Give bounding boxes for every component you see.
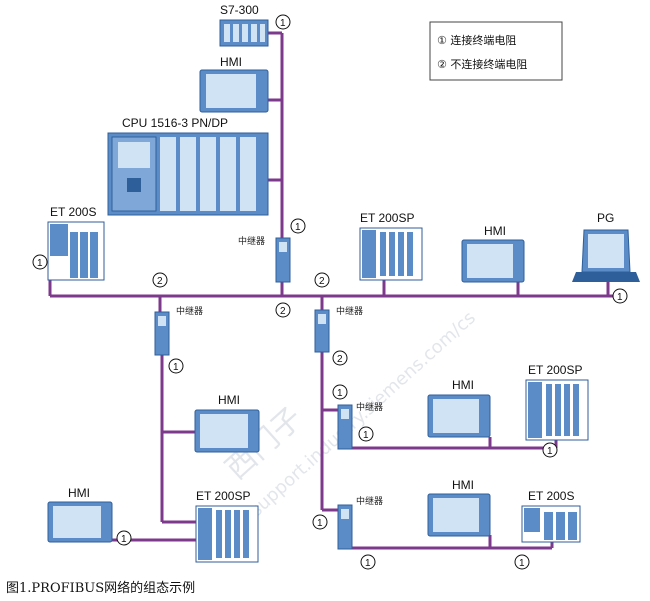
marker-not-terminated: 2 (152, 272, 168, 288)
svg-text:2: 2 (280, 306, 286, 317)
svg-text:1: 1 (365, 558, 371, 569)
et200s-left-device[interactable]: ET 200S (47, 205, 105, 281)
svg-text:1: 1 (295, 222, 301, 233)
svg-text:1: 1 (280, 18, 286, 29)
hmi-bottom-left-device[interactable]: HMI (47, 486, 113, 543)
repeater-right-sub2[interactable]: 中继器 (337, 495, 383, 550)
et200sp-bottom-left-label: ET 200SP (196, 489, 250, 503)
svg-text:1: 1 (173, 362, 179, 373)
legend: ① 连接终端电阻 ② 不连接终端电阻 (429, 21, 563, 81)
marker-not-terminated: 2 (314, 272, 330, 288)
marker-terminated: 1 (116, 530, 132, 546)
svg-text:1: 1 (363, 430, 369, 441)
svg-text:1: 1 (317, 518, 323, 529)
svg-text:1: 1 (121, 534, 127, 545)
marker-terminated: 1 (290, 218, 306, 234)
repeater-right-sub1[interactable]: 中继器 (337, 401, 383, 450)
marker-terminated: 1 (612, 288, 628, 304)
svg-text:1: 1 (617, 292, 623, 303)
hmi-top-device[interactable]: HMI (199, 55, 269, 113)
marker-terminated: 1 (312, 514, 328, 530)
legend-item-terminated: ① 连接终端电阻 (437, 33, 516, 47)
marker-terminated: 1 (360, 554, 376, 570)
et200sp-branch-r1-label: ET 200SP (528, 363, 582, 377)
marker-terminated: 1 (514, 554, 530, 570)
cpu-label: CPU 1516-3 PN/DP (122, 116, 228, 130)
marker-terminated: 1 (332, 384, 348, 400)
repeater-center-label: 中继器 (238, 235, 265, 247)
et200s-branch-r2-device[interactable]: ET 200S (521, 489, 581, 543)
marker-terminated: 1 (32, 254, 48, 270)
marker-terminated: 1 (358, 426, 374, 442)
et200sp-bottom-left-device[interactable]: ET 200SP (195, 489, 259, 563)
repeater-right-sub1-label: 中继器 (356, 401, 383, 413)
svg-text:2: 2 (319, 276, 325, 287)
repeater-left-branch[interactable]: 中继器 (154, 305, 203, 356)
cpu-1516-device[interactable]: CPU 1516-3 PN/DP (107, 116, 269, 216)
repeater-right-branch[interactable]: 中继器 (314, 305, 363, 353)
svg-text:1: 1 (337, 388, 343, 399)
repeater-right-sub2-label: 中继器 (356, 495, 383, 507)
s7-300-device[interactable]: S7-300 (219, 3, 269, 47)
repeater-center[interactable]: 中继器 (238, 235, 291, 283)
hmi-top-label: HMI (220, 55, 242, 69)
et200s-branch-r2-label: ET 200S (528, 489, 574, 503)
marker-terminated: 1 (542, 442, 558, 458)
hmi-branch-r1-label: HMI (452, 378, 474, 392)
hmi-branch-left-device[interactable]: HMI (194, 393, 260, 453)
s7-300-label: S7-300 (220, 3, 259, 17)
profibus-lines (48, 31, 618, 550)
svg-text:1: 1 (519, 558, 525, 569)
svg-text:2: 2 (157, 276, 163, 287)
hmi-branch-r2-label: HMI (452, 478, 474, 492)
pg-laptop-device[interactable]: PG (572, 211, 640, 282)
hmi-bottom-left-label: HMI (68, 486, 90, 500)
hmi-branch-left-label: HMI (218, 393, 240, 407)
et200sp-branch-r1-device[interactable]: ET 200SP (525, 363, 589, 441)
repeater-left-label: 中继器 (176, 305, 203, 317)
marker-terminated: 1 (168, 358, 184, 374)
svg-text:2: 2 (337, 354, 343, 365)
hmi-branch-r1-device[interactable]: HMI (427, 378, 491, 438)
marker-not-terminated: 2 (275, 302, 291, 318)
legend-box (429, 21, 563, 81)
termination-markers: 1 1 1 2 2 2 1 1 2 1 1 1 1 1 1 1 (32, 14, 628, 570)
hmi-mid-device[interactable]: HMI (461, 224, 525, 283)
et200sp-mid-label: ET 200SP (360, 211, 414, 225)
et200sp-mid-device[interactable]: ET 200SP (359, 211, 423, 281)
pg-label: PG (597, 211, 614, 225)
svg-text:1: 1 (547, 446, 553, 457)
hmi-mid-label: HMI (484, 224, 506, 238)
marker-terminated: 1 (275, 14, 291, 30)
figure-caption: 图1.PROFIBUS网络的组态示例 (6, 580, 195, 596)
legend-item-unterminated: ② 不连接终端电阻 (437, 57, 527, 71)
et200s-left-label: ET 200S (50, 205, 96, 219)
repeater-right-label: 中继器 (336, 305, 363, 317)
marker-not-terminated: 2 (332, 350, 348, 366)
svg-text:1: 1 (37, 258, 43, 269)
hmi-branch-r2-device[interactable]: HMI (427, 478, 491, 537)
